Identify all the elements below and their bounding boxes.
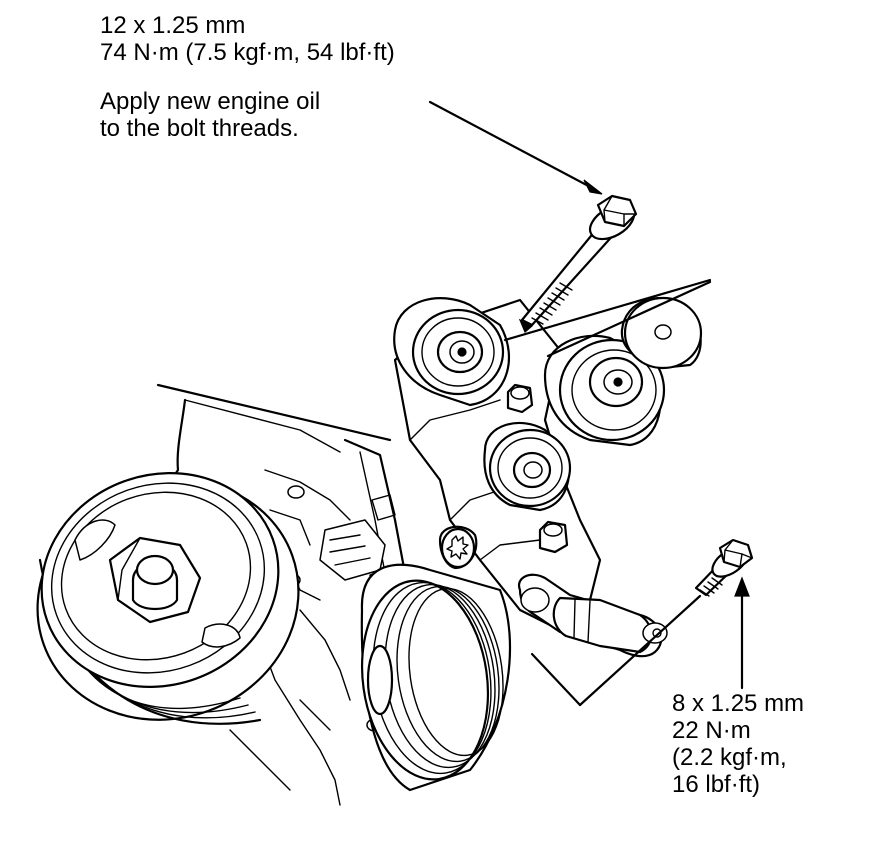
tensioner-pulley (483, 421, 572, 512)
top-bolt-note-line1: Apply new engine oil (100, 88, 321, 115)
top-bolt-torque: 74 N·m (7.5 kgf·m, 54 lbf·ft) (100, 39, 395, 66)
lower-pulley (360, 563, 512, 792)
bottom-bolt-torque-line1: 22 N·m (672, 717, 751, 744)
bottom-bolt-spec: 8 x 1.25 mm 22 N·m (2.2 kgf·m, 16 lbf·ft… (672, 690, 804, 798)
top-bolt-note-line2: to the bolt threads. (100, 115, 299, 142)
top-bolt-spec: 12 x 1.25 mm 74 N·m (7.5 kgf·m, 54 lbf·f… (100, 12, 395, 66)
bracket-bosses (506, 383, 569, 554)
top-bolt-oil-note: Apply new engine oil to the bolt threads… (100, 88, 320, 142)
tensioner-arm (517, 573, 668, 658)
upper-idler-pulley (393, 297, 510, 407)
bottom-bolt-torque-line3: 16 lbf·ft) (672, 771, 761, 798)
bottom-bolt (694, 538, 754, 597)
leader-lines (428, 100, 750, 707)
right-idler-pulley (543, 334, 666, 447)
top-bolt-size: 12 x 1.25 mm (100, 12, 246, 39)
bottom-bolt-torque-line2: (2.2 kgf·m, (672, 744, 787, 771)
washer (620, 296, 703, 370)
crankshaft-pulley (36, 472, 300, 725)
top-bolt (518, 194, 638, 333)
bottom-bolt-size: 8 x 1.25 mm (672, 690, 805, 717)
star-washer (438, 525, 478, 570)
